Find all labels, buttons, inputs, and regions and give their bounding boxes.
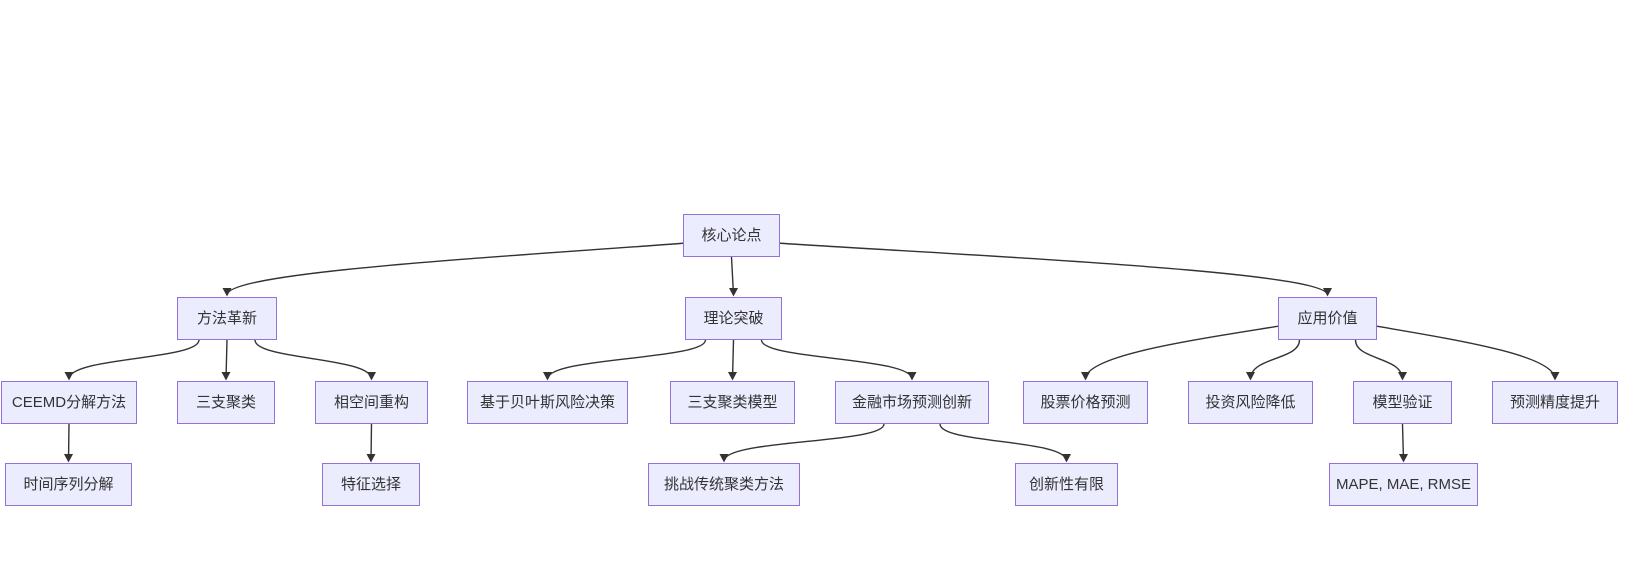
node-theory: 理论突破 xyxy=(685,297,782,340)
edge-theory-finance xyxy=(760,339,913,380)
node-finance: 金融市场预测创新 xyxy=(835,381,989,424)
node-value: 应用价值 xyxy=(1278,297,1377,340)
node-timeseries: 时间序列分解 xyxy=(5,463,132,506)
node-ceemd: CEEMD分解方法 xyxy=(1,381,137,424)
node-bayes: 基于贝叶斯风险决策 xyxy=(467,381,628,424)
node-challenge: 挑战传统聚类方法 xyxy=(648,463,800,506)
arrowhead-core-theory xyxy=(729,288,738,297)
arrowhead-theory-threeModel xyxy=(728,372,737,381)
edge-finance-challenge xyxy=(723,423,885,462)
edge-theory-threeModel xyxy=(731,339,735,380)
arrowhead-phase-feature xyxy=(366,454,376,463)
node-stock: 股票价格预测 xyxy=(1023,381,1148,424)
edge-finance-limited xyxy=(939,423,1068,462)
arrowhead-finance-challenge xyxy=(719,454,729,463)
node-feature: 特征选择 xyxy=(322,463,420,506)
edge-method-phase xyxy=(254,339,373,380)
arrowhead-theory-bayes xyxy=(543,372,552,381)
arrowhead-method-phase xyxy=(367,372,376,381)
arrowhead-core-value xyxy=(1323,288,1332,297)
edge-model-metrics xyxy=(1401,423,1405,462)
arrowhead-ceemd-timeseries xyxy=(64,454,73,463)
node-metrics: MAPE, MAE, RMSE xyxy=(1329,463,1478,506)
node-method: 方法革新 xyxy=(177,297,277,340)
node-core: 核心论点 xyxy=(683,214,780,257)
arrowhead-method-ceemd xyxy=(64,372,74,381)
node-threeWay: 三支聚类 xyxy=(177,381,275,424)
arrowhead-core-method xyxy=(222,288,232,297)
arrowhead-value-model xyxy=(1398,372,1407,381)
edge-ceemd-timeseries xyxy=(67,423,70,462)
edge-phase-feature xyxy=(370,423,373,462)
edge-core-theory xyxy=(730,256,735,296)
node-phase: 相空间重构 xyxy=(315,381,428,424)
edge-value-risk xyxy=(1249,339,1301,380)
arrowhead-finance-limited xyxy=(1062,454,1071,463)
edge-method-ceemd xyxy=(68,339,200,380)
edge-value-precision xyxy=(1376,325,1556,380)
node-model: 模型验证 xyxy=(1353,381,1452,424)
node-limited: 创新性有限 xyxy=(1015,463,1118,506)
arrowhead-method-threeWay xyxy=(221,372,231,381)
arrowhead-value-risk xyxy=(1246,372,1255,381)
arrowhead-value-stock xyxy=(1081,372,1090,381)
edge-core-method xyxy=(226,242,684,296)
edge-method-threeWay xyxy=(225,339,228,380)
node-risk: 投资风险降低 xyxy=(1188,381,1313,424)
edge-core-value xyxy=(779,242,1329,296)
edge-value-stock xyxy=(1084,325,1279,380)
edge-theory-bayes xyxy=(546,339,707,380)
arrowhead-model-metrics xyxy=(1399,454,1408,463)
edge-value-model xyxy=(1354,339,1404,380)
node-threeModel: 三支聚类模型 xyxy=(670,381,795,424)
arrowhead-value-precision xyxy=(1550,372,1560,381)
arrowhead-theory-finance xyxy=(907,372,917,381)
node-precision: 预测精度提升 xyxy=(1492,381,1618,424)
